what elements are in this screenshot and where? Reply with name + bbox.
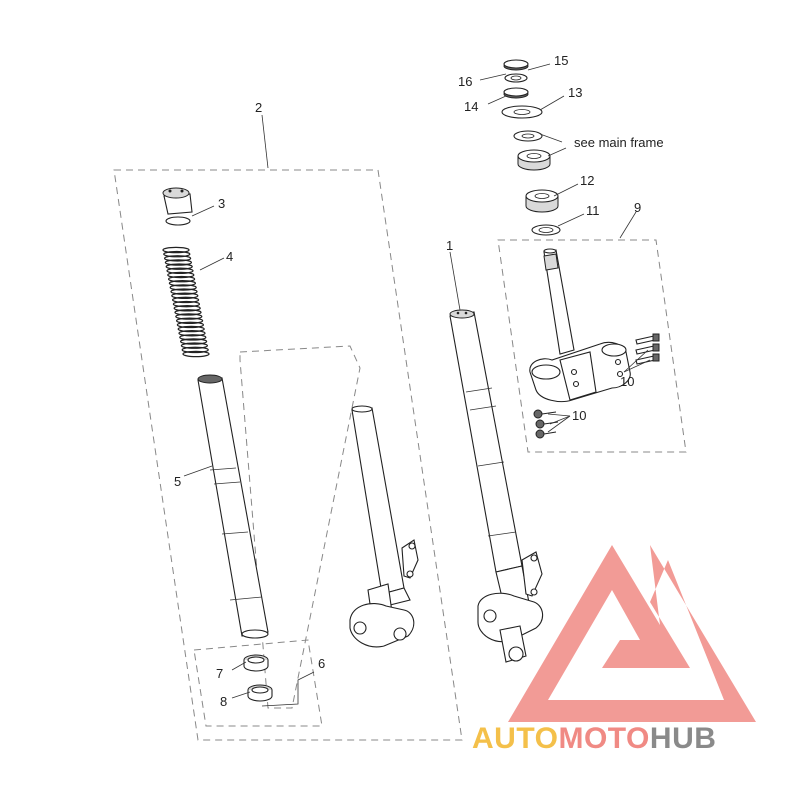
group-box-6 bbox=[193, 639, 323, 727]
leader-lines bbox=[183, 63, 651, 707]
spring-coil bbox=[175, 313, 203, 320]
callout-12: 12 bbox=[580, 173, 594, 188]
callout-13: 13 bbox=[568, 85, 582, 100]
watermark-logo bbox=[508, 545, 756, 722]
lower-bearing-12 bbox=[525, 189, 559, 213]
lower-yoke bbox=[529, 248, 631, 403]
spring-coil bbox=[179, 338, 208, 345]
callout-16: 16 bbox=[458, 74, 472, 89]
spring-coil bbox=[164, 259, 193, 266]
spring-coil bbox=[173, 304, 201, 312]
fork-outer-tube bbox=[197, 374, 269, 639]
watermark-auto: AUTO bbox=[472, 722, 558, 755]
callout-6: 6 bbox=[318, 656, 325, 671]
dust-seal bbox=[243, 654, 269, 672]
callout-10-upper: 10 bbox=[620, 374, 634, 389]
o-ring bbox=[165, 216, 191, 226]
group-box-inner-tube bbox=[239, 345, 361, 709]
spring-coil bbox=[178, 329, 206, 337]
oil-seal bbox=[247, 684, 273, 702]
spring-coil bbox=[171, 296, 200, 304]
spring-coil bbox=[172, 300, 201, 308]
spring-coil bbox=[175, 317, 204, 324]
callout-1: 1 bbox=[446, 238, 453, 253]
callout-2: 2 bbox=[255, 100, 262, 115]
spring-coil bbox=[179, 334, 207, 341]
watermark-moto: MOTO bbox=[558, 722, 649, 755]
spring-coil bbox=[169, 284, 197, 291]
spring-coil bbox=[176, 321, 205, 329]
spring-coil bbox=[181, 346, 209, 354]
spring-coil bbox=[182, 350, 210, 358]
callout-11: 11 bbox=[586, 203, 600, 218]
group-box-9 bbox=[497, 239, 687, 453]
fork-lower-leg-middle bbox=[349, 405, 419, 648]
callout-4: 4 bbox=[226, 249, 233, 264]
pinch-bolts-lower bbox=[533, 409, 559, 439]
spring-coil bbox=[166, 267, 194, 275]
fork-top-cap bbox=[162, 187, 193, 226]
fork-spring bbox=[162, 246, 210, 358]
callout-3: 3 bbox=[218, 196, 225, 211]
callouts: 1 2 3 4 5 6 7 8 9 10 10 11 12 13 14 15 1… bbox=[174, 53, 664, 709]
lock-washer-15 bbox=[504, 73, 528, 83]
callout-10-lower: 10 bbox=[572, 408, 586, 423]
spring-coil bbox=[168, 280, 197, 287]
dust-cover-13 bbox=[501, 105, 543, 119]
spring-coil bbox=[177, 325, 205, 333]
callout-9: 9 bbox=[634, 200, 641, 215]
callout-7: 7 bbox=[216, 666, 223, 681]
spring-coil bbox=[180, 342, 209, 349]
fork-assembly-complete bbox=[449, 309, 544, 663]
seal-11 bbox=[531, 224, 561, 236]
callout-15: 15 bbox=[554, 53, 568, 68]
callout-14: 14 bbox=[464, 99, 478, 114]
spring-coil bbox=[165, 263, 193, 270]
note-see-main-frame: see main frame bbox=[574, 135, 664, 150]
top-nut-16 bbox=[503, 59, 529, 71]
spring-coil bbox=[167, 271, 195, 279]
callout-8: 8 bbox=[220, 694, 227, 709]
spring-coil bbox=[174, 309, 202, 316]
callout-5: 5 bbox=[174, 474, 181, 489]
upper-bearing bbox=[517, 149, 551, 171]
spring-coil bbox=[162, 246, 190, 254]
spring-coil bbox=[171, 292, 199, 300]
spring-coil bbox=[163, 255, 192, 262]
pinch-bolts-upper bbox=[635, 333, 660, 365]
group-box-2 bbox=[113, 169, 463, 741]
spring-coil bbox=[167, 275, 196, 283]
spring-coil bbox=[163, 250, 191, 258]
watermark-hub: HUB bbox=[650, 722, 717, 755]
adjuster-nut-14 bbox=[503, 87, 529, 99]
spring-coil bbox=[170, 288, 198, 295]
upper-bearing-race bbox=[513, 130, 543, 142]
watermark-text: AUTOMOTOHUB bbox=[472, 722, 716, 755]
